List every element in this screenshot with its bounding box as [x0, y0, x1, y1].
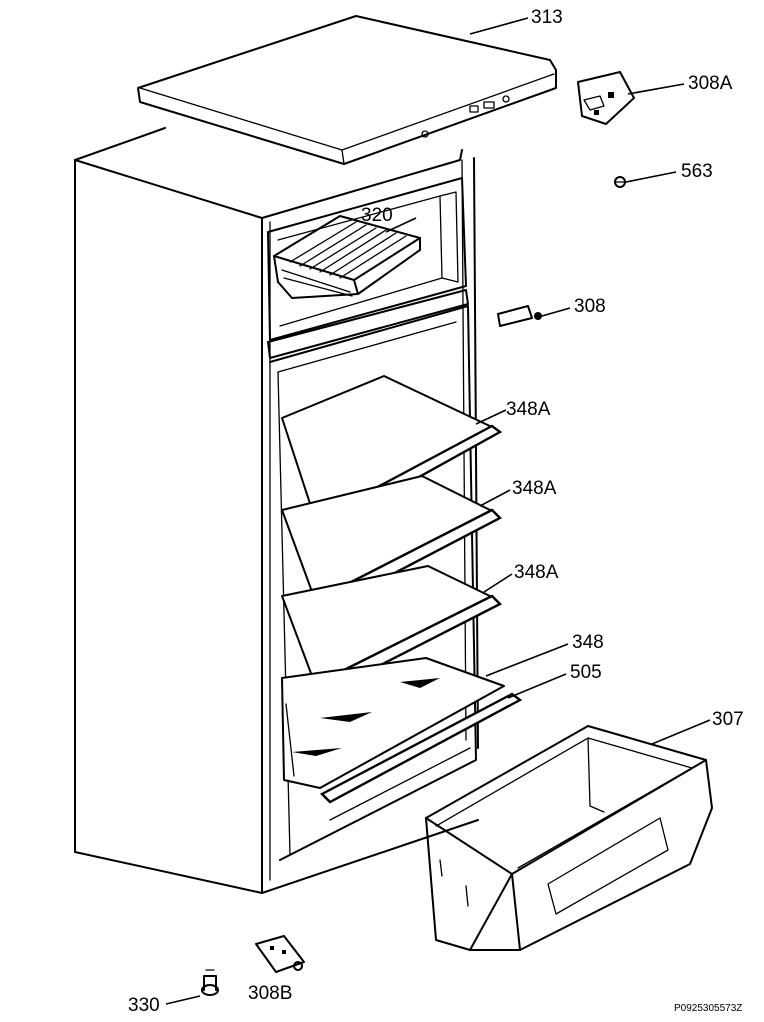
callout-313: 313	[531, 7, 563, 28]
callout-330: 330	[128, 995, 160, 1016]
callout-348A-3: 348A	[514, 562, 559, 583]
document-reference: P0925305573Z	[674, 1003, 742, 1014]
lower-hinge-308B	[255, 935, 305, 973]
callout-320: 320	[361, 205, 393, 226]
callout-307: 307	[712, 709, 744, 730]
callout-348A-1: 348A	[506, 399, 551, 420]
callout-348A-2: 348A	[512, 478, 557, 499]
callout-308: 308	[574, 296, 606, 317]
middle-hinge-308	[497, 305, 542, 327]
bottom-glass-shelf-348	[281, 657, 505, 789]
top-cover-313	[137, 15, 557, 165]
upper-hinge-308A	[577, 71, 635, 125]
callout-563: 563	[681, 161, 713, 182]
screw-563	[614, 176, 626, 188]
callout-348: 348	[572, 632, 604, 653]
shelf-trim-505	[319, 692, 523, 821]
leader-lines	[165, 17, 711, 1005]
adjustable-foot-330	[201, 969, 219, 996]
crisper-drawer-307	[425, 725, 713, 951]
callout-505: 505	[570, 662, 602, 683]
freezer-grid-shelf-320	[273, 215, 421, 299]
callout-308B: 308B	[248, 983, 292, 1004]
callout-308A: 308A	[688, 73, 733, 94]
